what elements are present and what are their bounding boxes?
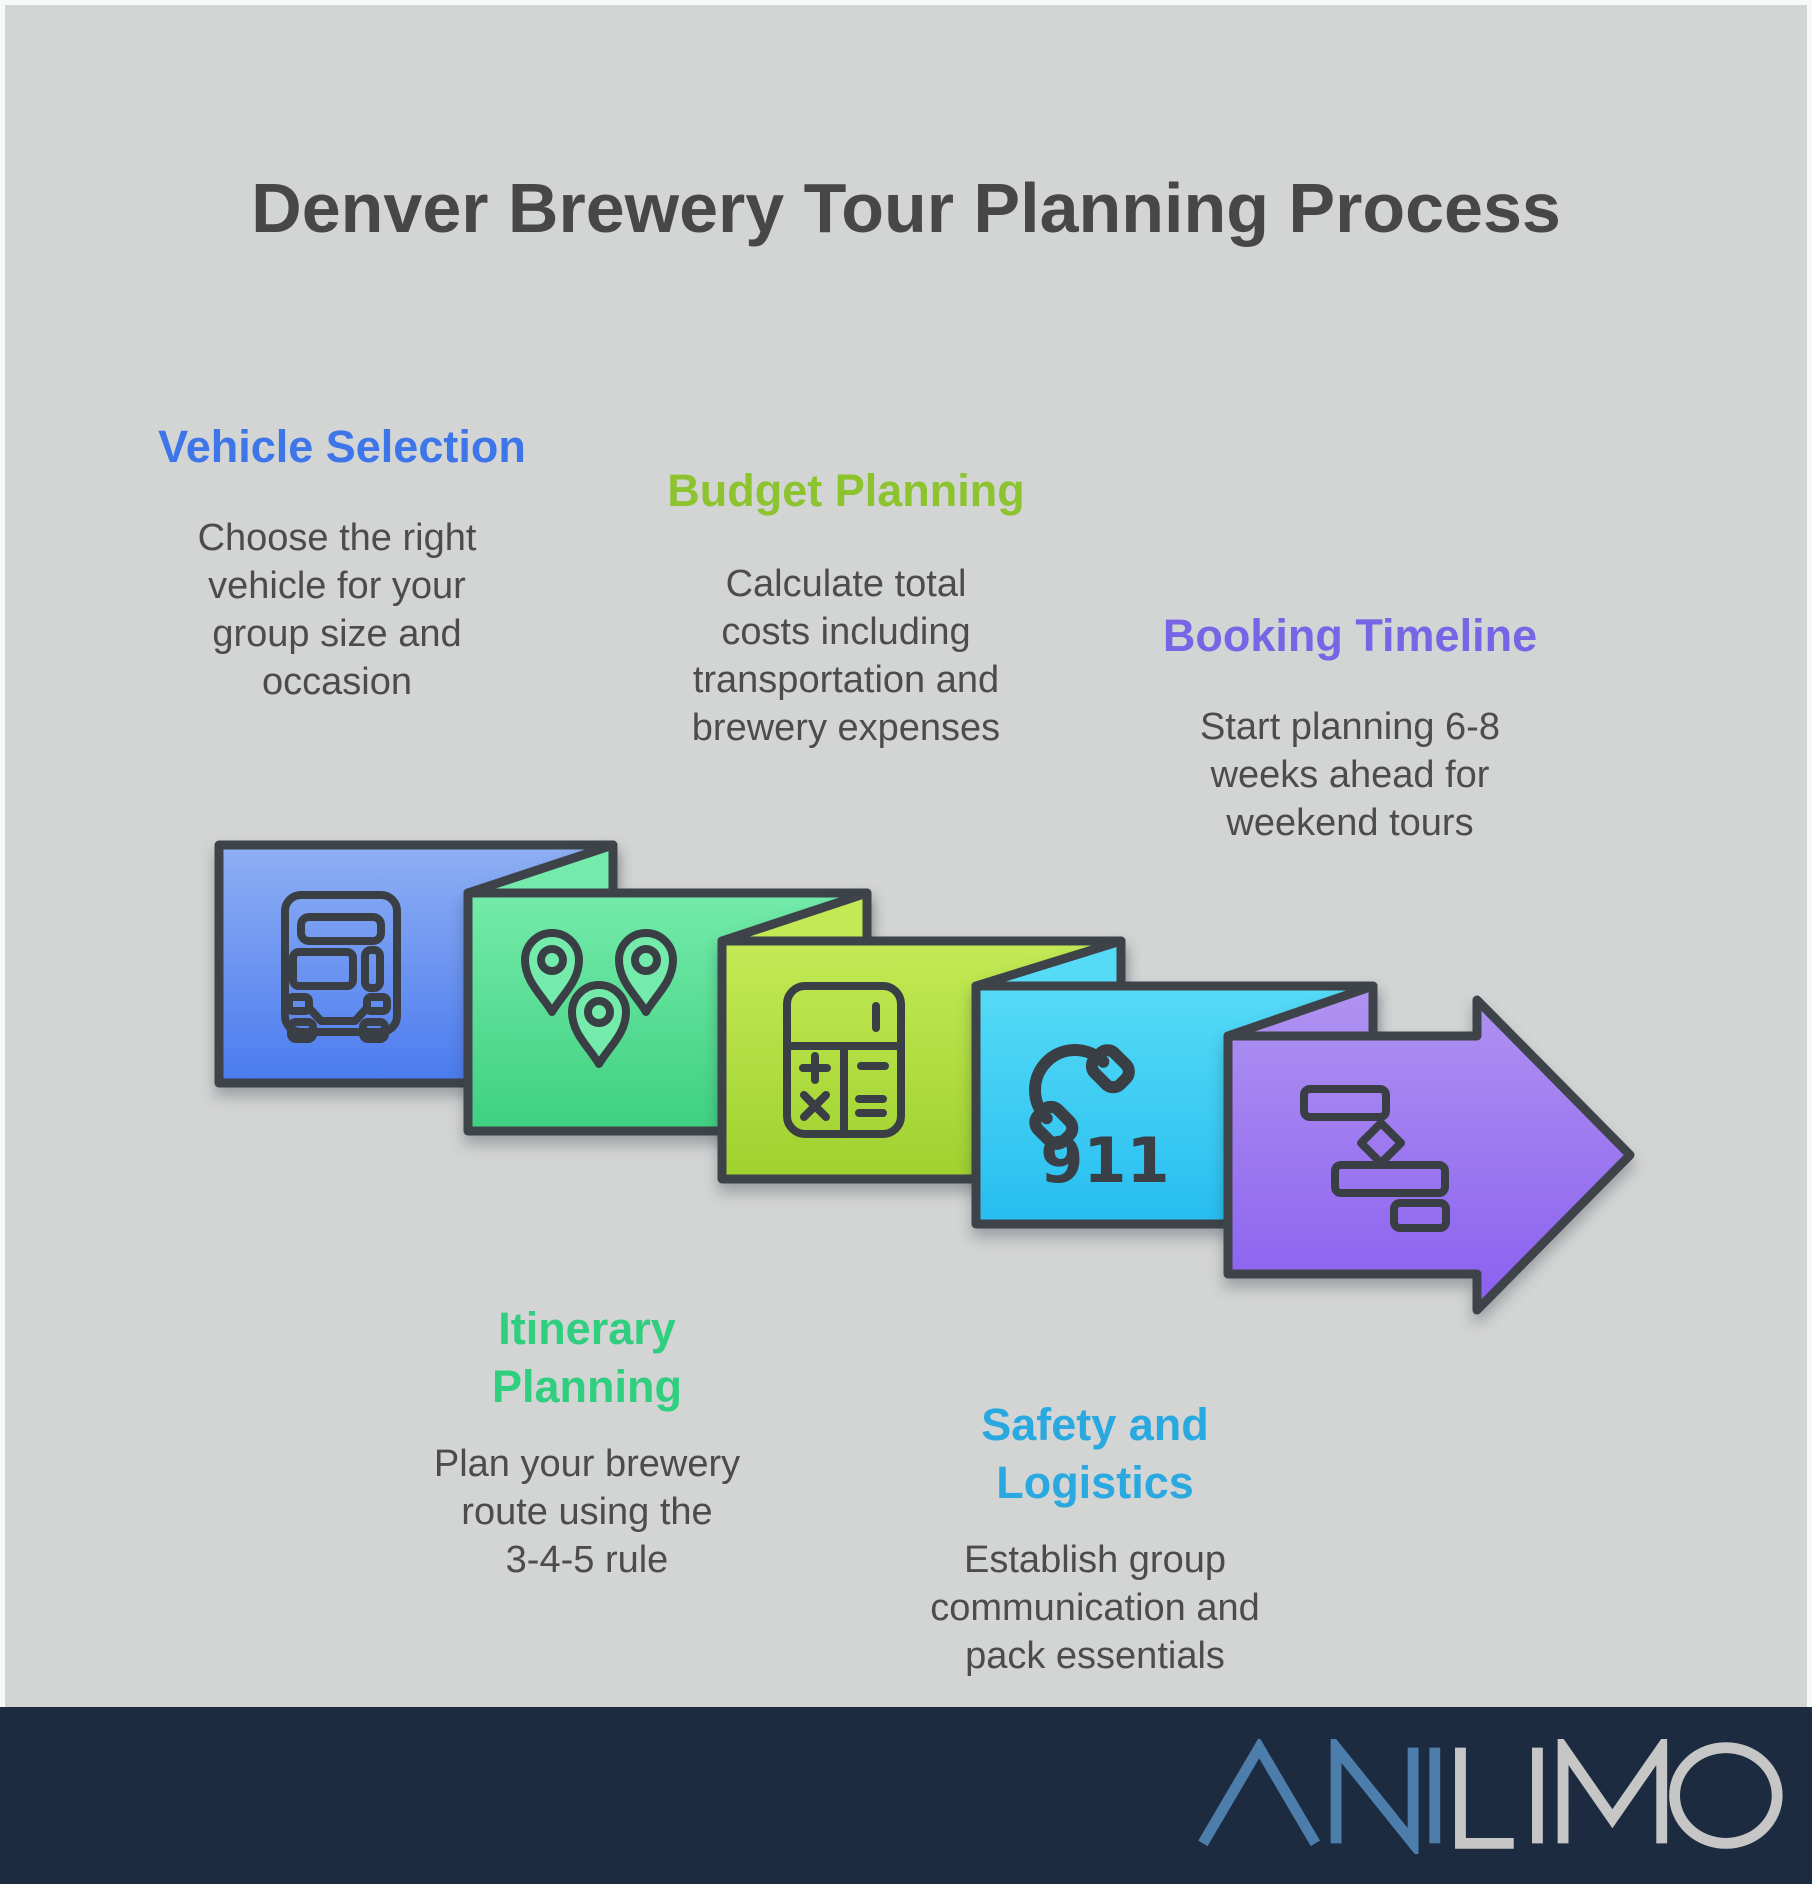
body-line: vehicle for your <box>208 565 466 607</box>
heading-line: Logistics <box>996 1457 1194 1508</box>
body-line: weeks ahead for <box>1210 754 1490 796</box>
body-line: route using the <box>461 1491 713 1533</box>
body-itinerary-planning: Plan your brewery route using the 3-4-5 … <box>362 1440 812 1584</box>
heading-line: Itinerary <box>498 1303 676 1354</box>
heading-line: Planning <box>492 1361 682 1412</box>
heading-line: Safety and <box>981 1399 1209 1450</box>
heading-itinerary-planning: Itinerary Planning <box>337 1300 837 1416</box>
heading-line: Booking Timeline <box>1162 610 1538 661</box>
brand-logo-gray-letters <box>1455 1739 1783 1849</box>
body-line: weekend tours <box>1226 802 1474 844</box>
heading-line: Vehicle Selection <box>158 421 526 472</box>
body-line: Plan your brewery <box>433 1443 741 1485</box>
body-line: occasion <box>262 661 412 703</box>
body-line: costs including <box>721 611 971 653</box>
heading-booking-timeline: Booking Timeline <box>1100 607 1600 665</box>
footer-bar <box>0 1707 1812 1884</box>
body-line: 3-4-5 rule <box>505 1539 669 1581</box>
body-line: brewery expenses <box>691 707 1001 749</box>
body-line: group size and <box>212 613 462 655</box>
heading-safety-logistics: Safety and Logistics <box>845 1396 1345 1512</box>
heading-vehicle-selection: Vehicle Selection <box>92 418 592 476</box>
body-budget-planning: Calculate total costs including transpor… <box>621 560 1071 752</box>
body-safety-logistics: Establish group communication and pack e… <box>870 1536 1320 1680</box>
body-vehicle-selection: Choose the right vehicle for your group … <box>112 514 562 706</box>
heading-budget-planning: Budget Planning <box>596 462 1096 520</box>
body-line: Choose the right <box>197 517 477 559</box>
body-booking-timeline: Start planning 6-8 weeks ahead for weeke… <box>1125 703 1575 847</box>
body-line: Start planning 6-8 <box>1200 706 1500 748</box>
brand-logo-blue-letters <box>1198 1739 1441 1854</box>
body-line: transportation and <box>692 659 1000 701</box>
body-line: Calculate total <box>725 563 967 605</box>
body-line: communication and <box>930 1587 1260 1629</box>
brand-logo <box>1198 1739 1783 1854</box>
heading-line: Budget Planning <box>667 465 1025 516</box>
body-line: pack essentials <box>965 1635 1225 1677</box>
page-title: Denver Brewery Tour Planning Process <box>251 169 1561 247</box>
body-line: Establish group <box>964 1539 1226 1581</box>
